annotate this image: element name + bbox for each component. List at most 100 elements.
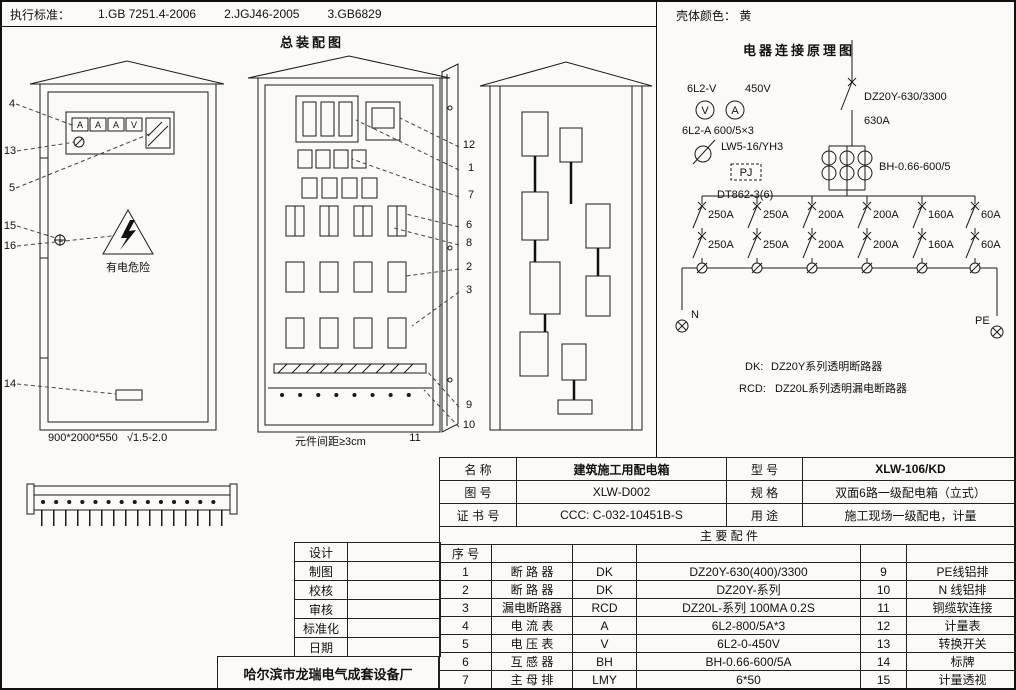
callout-16: 16 [3, 240, 17, 252]
signoff-label: 设计 [294, 542, 348, 562]
title-block-table: 名 称 建筑施工用配电箱 型 号 XLW-106/KD 图 号 XLW-D002… [439, 457, 1014, 527]
callout-13: 13 [3, 145, 17, 157]
parts-header-row: 主 要 配 件 [438, 526, 1014, 545]
shell-color: 壳体颜色： 黄 [676, 7, 751, 24]
callout-6: 6 [465, 219, 473, 231]
standards-label: 执行标准： [10, 7, 71, 22]
standards-bar: 执行标准： 1.GB 7251.4-2006 2.JGJ46-2005 3.GB… [2, 2, 657, 27]
part-no2: 11 [860, 598, 907, 617]
callout-3: 3 [465, 284, 473, 296]
part-name2: 计量透视 [905, 670, 1014, 688]
cert-value: CCC: C-032-10451B-S [516, 503, 727, 527]
callout-9: 9 [465, 399, 473, 411]
part-name: 主 母 排 [491, 670, 573, 688]
metering-cluster [692, 100, 762, 181]
schematic-drawing: 6L2-V 450V V A 6L2-A 600/5×3 LW5-16/YH3 … [675, 40, 1004, 395]
factory-name: 哈尔滨市龙瑞电气成套设备厂 [217, 656, 439, 688]
name-value: 建筑施工用配电箱 [516, 457, 727, 481]
branch-5-top-rating: 160A [928, 209, 954, 221]
meter-letter-v: V [131, 120, 137, 130]
pj-meter-label: PJ [740, 167, 753, 179]
branch-1-top-rating: 250A [708, 209, 734, 221]
part-code: LMY [572, 670, 637, 688]
front-view-drawing: A A A V 有电危险 [29, 60, 225, 431]
signoff-blank [347, 618, 441, 638]
part-name: 断 路 器 [491, 562, 573, 581]
ammeter-model-label: 6L2-A 600/5×3 [682, 125, 754, 137]
part-spec: DZ20Y-630(400)/3300 [636, 562, 861, 581]
part-spec: 6L2-800/5A*3 [636, 616, 861, 635]
part-code: A [572, 616, 637, 635]
note-rcd-text: DZ20L系列透明漏电断路器 [775, 381, 907, 395]
shell-color-label: 壳体颜色： [676, 9, 737, 23]
busbar-detail-drawing [26, 483, 238, 526]
callout-4: 4 [8, 98, 16, 110]
side-view-drawing [479, 61, 653, 431]
callout-12: 12 [462, 139, 476, 151]
branch-circuits [675, 195, 1004, 339]
meter-letter-a2: A [95, 120, 101, 130]
parts-header: 主 要 配 件 [438, 526, 1014, 545]
selector-switch-label: LW5-16/YH3 [721, 141, 783, 153]
part-spec: 6*50 [636, 670, 861, 688]
signoff-row: 审核 [294, 599, 441, 619]
seq-header-row: 序 号 [439, 544, 1014, 563]
callout-7: 7 [467, 189, 475, 201]
electric-danger-label: 有电危险 [106, 260, 150, 274]
standard-1: 1.GB 7251.4-2006 [98, 7, 197, 21]
title-block-row: 证 书 号 CCC: C-032-10451B-S 用 途 施工现场一级配电，计… [439, 503, 1014, 527]
voltage-label: 450V [745, 83, 771, 95]
branch-6-top-rating: 60A [981, 209, 1001, 221]
cert-label: 证 书 号 [439, 503, 517, 527]
thickness-value: √1.5-2.0 [126, 432, 168, 444]
model-label: 型 号 [726, 457, 803, 481]
part-name: 电 流 表 [491, 616, 573, 635]
signoff-row: 设计 [294, 542, 441, 562]
part-spec: DZ20L-系列 100MA 0.2S [636, 598, 861, 617]
part-code: BH [572, 652, 637, 671]
assembly-drawing: A A A V 有电危险 [15, 55, 653, 433]
title-block-row: 名 称 建筑施工用配电箱 型 号 XLW-106/KD [439, 457, 1014, 481]
signoff-blank [347, 637, 441, 657]
assembly-title: 总装配图 [279, 35, 344, 50]
drawing-no-value: XLW-D002 [516, 480, 727, 504]
branch-4-top-rating: 200A [873, 209, 899, 221]
part-code: V [572, 634, 637, 653]
main-breaker-model-label: DZ20Y-630/3300 [864, 91, 947, 103]
branch-2-bottom-rating: 250A [763, 239, 789, 251]
part-spec: BH-0.66-600/5A [636, 652, 861, 671]
shell-color-value: 黄 [739, 9, 752, 23]
part-name: 电 压 表 [491, 634, 573, 653]
main-breaker-rating-label: 630A [864, 115, 890, 127]
part-code: DK [572, 580, 637, 599]
standard-3: 3.GB6829 [327, 7, 382, 21]
callout-14: 14 [3, 378, 17, 390]
spec-label: 规 格 [726, 480, 803, 504]
part-no2: 15 [860, 670, 907, 688]
note-dk-text: DZ20Y系列透明断路器 [771, 359, 882, 373]
signoff-label: 校核 [294, 580, 348, 600]
section-divider [656, 2, 657, 457]
energy-meter-label: DT862-3(6) [717, 189, 773, 201]
signoff-row: 校核 [294, 580, 441, 600]
part-name2: PE线铝排 [905, 562, 1014, 581]
signoff-blank [347, 561, 441, 581]
standard-2: 2.JGJ46-2005 [224, 7, 300, 21]
part-name2: 标牌 [905, 652, 1014, 671]
drawing-no-label: 图 号 [439, 480, 517, 504]
part-name: 互 感 器 [491, 652, 573, 671]
part-name: 漏电断路器 [491, 598, 573, 617]
cabinet-dimensions: 900*2000*550 √1.5-2.0 [48, 432, 167, 444]
signoff-label: 制图 [294, 561, 348, 581]
signoff-row: 标准化 [294, 618, 441, 638]
branch-6-bottom-rating: 60A [981, 239, 1001, 251]
part-no2: 9 [860, 562, 907, 581]
signoff-blank [347, 542, 441, 562]
signoff-blank [347, 580, 441, 600]
